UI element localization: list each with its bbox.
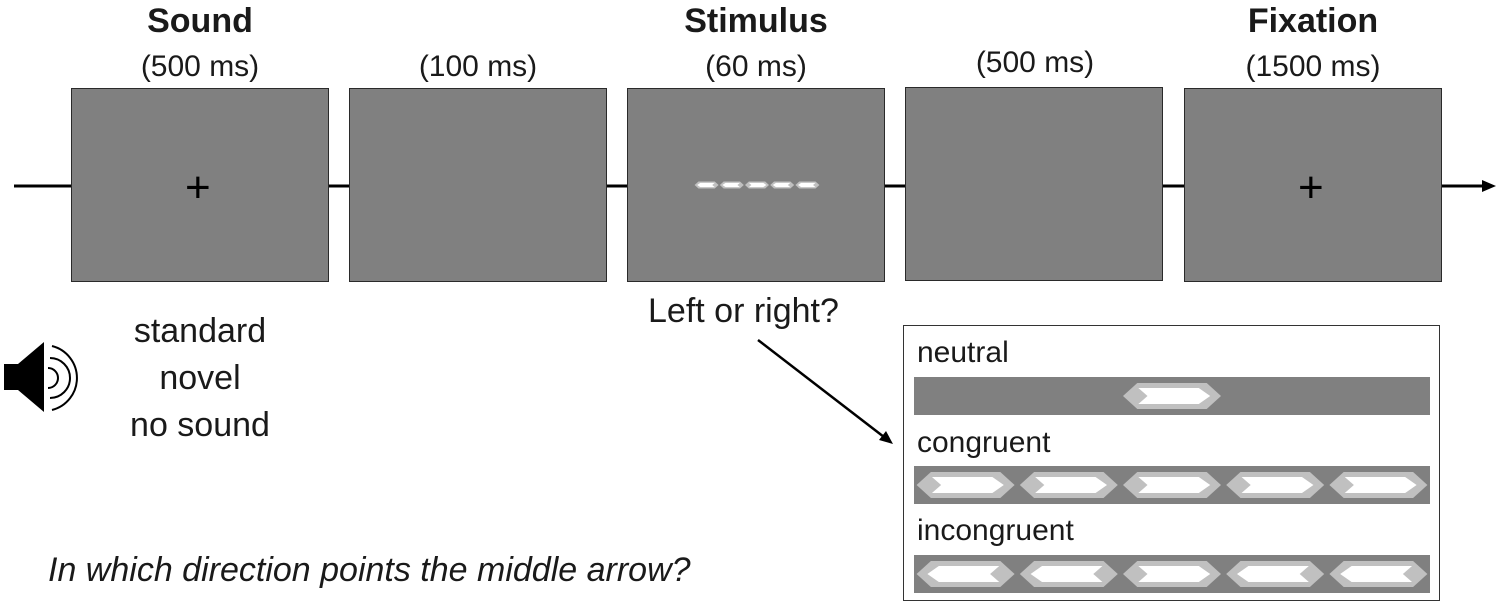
phase-duration-gap2: (500 ms) (975, 46, 1095, 79)
mini-arrow-4 (795, 181, 820, 189)
arrow-left-2-1 (1019, 561, 1118, 587)
screen-blank-2 (905, 87, 1163, 281)
condition-strip-congruent (914, 466, 1430, 504)
sound-type-standard: standard (133, 312, 267, 350)
phase-title-sound: Sound (147, 2, 253, 40)
fixation-cross: + (185, 163, 211, 212)
condition-label-incongruent: incongruent (917, 514, 1074, 547)
sound-type-list: standard novel no sound (70, 308, 330, 449)
phase-title-stimulus: Stimulus (684, 2, 828, 40)
phase-title-fixation: Fixation (1247, 2, 1379, 40)
arrow-row-neutral (1123, 383, 1221, 409)
mini-arrow-3 (770, 181, 795, 189)
arrow-right-1-1 (1019, 472, 1118, 498)
sound-type-none: no sound (130, 406, 270, 444)
arrow-right-1-4 (1329, 472, 1428, 498)
task-question: In which direction points the middle arr… (48, 551, 691, 589)
screen-stimulus (627, 88, 885, 282)
arrow-right-2-2 (1123, 561, 1221, 587)
arrow-right-1-3 (1226, 472, 1325, 498)
condition-label-congruent: congruent (917, 426, 1051, 459)
condition-strip-neutral (914, 377, 1430, 415)
arrow-left-2-0 (916, 561, 1015, 587)
response-prompt: Left or right? (648, 292, 839, 330)
mini-arrow-0 (694, 181, 719, 189)
flanker-stimulus (694, 181, 820, 189)
screen-blank-1 (349, 88, 607, 282)
phase-duration-stimulus: (60 ms) (705, 50, 807, 83)
phase-duration-sound: (500 ms) (140, 50, 260, 83)
screen-sound: + (71, 88, 329, 282)
fixation-cross: + (1298, 163, 1324, 212)
arrow-right-1-2 (1123, 472, 1221, 498)
arrow-left-2-4 (1329, 561, 1428, 587)
arrow-right-0-2 (1123, 383, 1221, 409)
conditions-panel: neutral congruent incongruent (903, 325, 1440, 601)
mini-arrow-2 (745, 181, 769, 189)
speaker-icon (4, 342, 78, 412)
condition-strip-incongruent (914, 555, 1430, 593)
arrow-right-1-0 (916, 472, 1015, 498)
phase-duration-gap1: (100 ms) (418, 50, 538, 83)
arrow-row-incongruent (916, 561, 1428, 587)
screen-fixation: + (1184, 88, 1442, 282)
phase-duration-fixation: (1500 ms) (1245, 50, 1381, 83)
mini-arrow-1 (719, 181, 744, 189)
condition-label-neutral: neutral (917, 336, 1009, 369)
arrow-left-2-3 (1226, 561, 1325, 587)
arrow-row-congruent (916, 472, 1428, 498)
sound-type-novel: novel (159, 359, 241, 397)
